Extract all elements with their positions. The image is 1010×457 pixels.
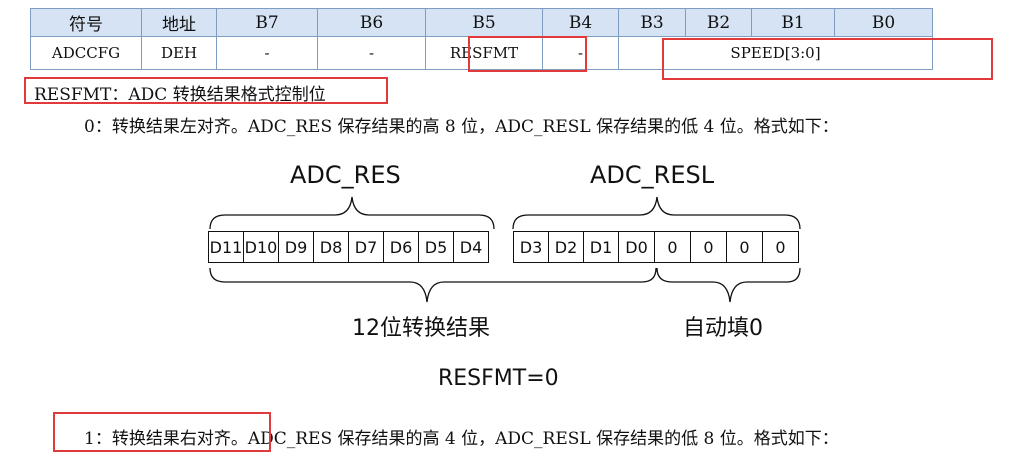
speed-cell-highlight	[662, 38, 993, 80]
resfmt0-format-diagram: ADC_RES ADC_RESL D11 D10 D9 D8 D7 D6 D5 …	[180, 155, 830, 395]
bit-cell: D8	[314, 232, 349, 262]
bit-cell: 0	[763, 232, 799, 262]
bit-cell: D0	[619, 232, 655, 262]
adc-res-bits: D11 D10 D9 D8 D7 D6 D5 D4	[208, 231, 489, 263]
bit-cell: D5	[419, 232, 454, 262]
lower-braces	[209, 267, 801, 303]
header-cell: B7	[216, 8, 318, 37]
bit-cell: D11	[208, 232, 244, 262]
resfmt-heading: RESFMT：ADC 转换结果格式控制位	[34, 85, 326, 105]
header-cell: B3	[618, 8, 686, 37]
bit-cell: D7	[349, 232, 384, 262]
bit-cell: D9	[279, 232, 314, 262]
header-cell: B4	[542, 8, 619, 37]
table-row: ADCCFG DEH - - RESFMT - SPEED[3:0]	[30, 36, 933, 70]
fill-zero-brace	[656, 267, 801, 303]
bit-cell: D3	[513, 232, 549, 262]
speed-cell: SPEED[3:0]	[618, 36, 933, 70]
resfmt-cell-highlight	[468, 36, 587, 72]
bit-cell: D6	[384, 232, 419, 262]
fill-zero-label: 自动填0	[683, 316, 763, 341]
bit7-cell: -	[216, 36, 318, 70]
option1-rest-text: 。ADC_RES 保存结果的高 4 位，ADC_RESL 保存结果的低 8 位。…	[230, 429, 839, 449]
upper-braces	[209, 196, 801, 230]
bit-cell: D4	[454, 232, 489, 262]
symbol-cell: ADCCFG	[30, 36, 142, 70]
option1-highlight	[53, 412, 271, 452]
format-caption: RESFMT=0	[438, 366, 559, 391]
header-cell: B2	[685, 8, 752, 37]
bit-cell: 0	[727, 232, 763, 262]
bit-cell: 0	[655, 232, 691, 262]
bit-cell: D2	[549, 232, 584, 262]
bit5-resfmt-cell: RESFMT	[425, 36, 543, 70]
header-cell: B6	[317, 8, 426, 37]
bit6-cell: -	[317, 36, 426, 70]
bit-cell: D1	[584, 232, 619, 262]
adc-resl-bits: D3 D2 D1 D0 0 0 0 0	[513, 231, 799, 263]
address-cell: DEH	[141, 36, 217, 70]
header-cell: B0	[834, 8, 933, 37]
table-header-row: 符号 地址 B7 B6 B5 B4 B3 B2 B1 B0	[30, 8, 933, 37]
result-label: 12位转换结果	[352, 316, 490, 341]
register-table: 符号 地址 B7 B6 B5 B4 B3 B2 B1 B0 ADCCFG DEH…	[30, 8, 933, 70]
bit-cell: 0	[691, 232, 727, 262]
option0-description: 0：转换结果左对齐。ADC_RES 保存结果的高 8 位，ADC_RESL 保存…	[84, 117, 839, 137]
option1-highlighted-text: 1：转换结果右对齐	[84, 429, 231, 449]
header-cell: B1	[751, 8, 835, 37]
header-cell: 地址	[141, 8, 217, 37]
bit4-cell: -	[542, 36, 619, 70]
result-brace	[209, 267, 657, 303]
header-cell: B5	[425, 8, 543, 37]
adc-resl-label: ADC_RESL	[590, 161, 715, 189]
resfmt-heading-highlight	[24, 77, 388, 104]
adc-resl-brace	[512, 196, 801, 230]
header-cell: 符号	[30, 8, 142, 37]
option1-description: 1：转换结果右对齐。ADC_RES 保存结果的高 4 位，ADC_RESL 保存…	[84, 424, 839, 449]
adc-res-label: ADC_RES	[290, 161, 401, 189]
adc-res-brace	[209, 196, 495, 230]
bit-cell: D10	[244, 232, 279, 262]
